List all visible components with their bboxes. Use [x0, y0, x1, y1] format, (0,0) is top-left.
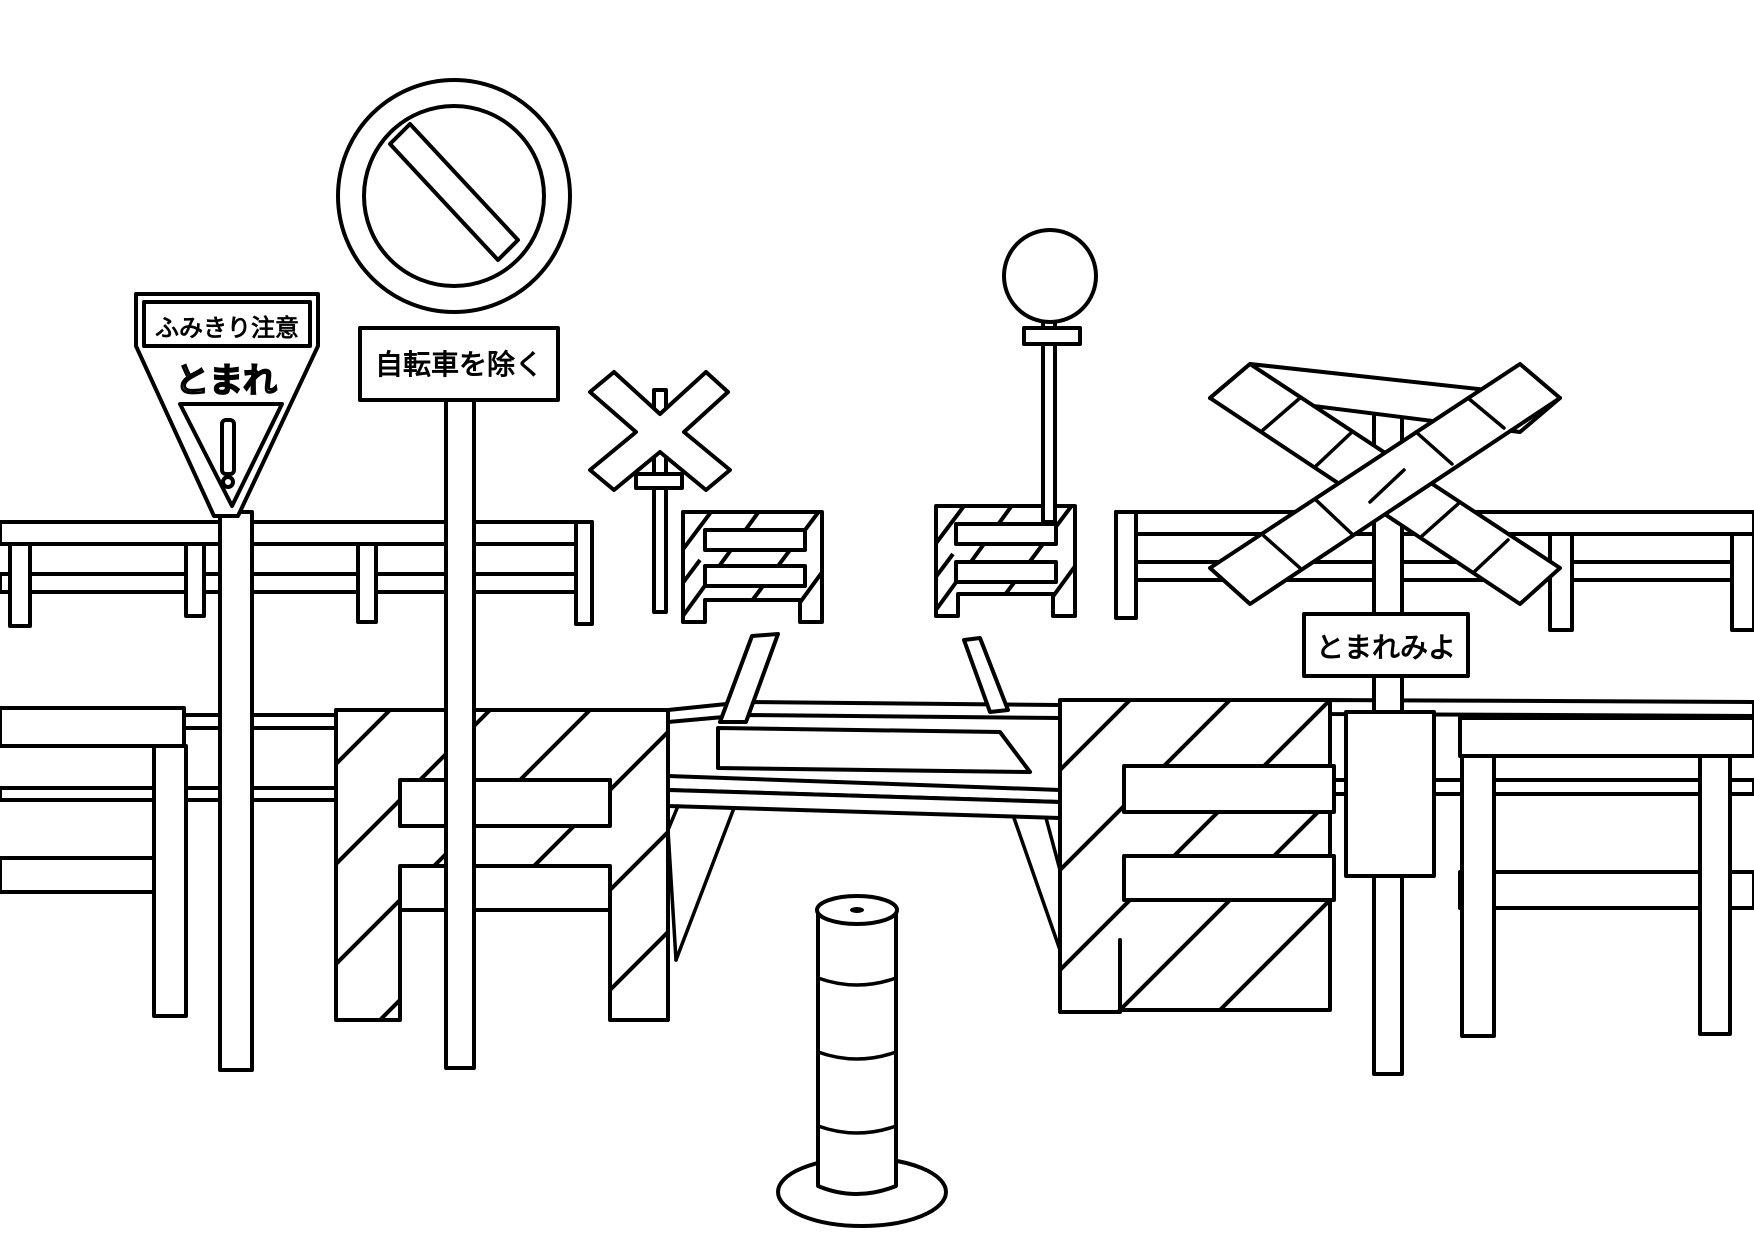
railroad-crossing-signal-right: とまれみよ [1208, 362, 1562, 1076]
sign-stop-and-look: とまれみよ [1302, 612, 1470, 678]
sign-except-bicycles-text: 自転車を除く [375, 348, 543, 381]
far-barrier-right [934, 504, 1077, 618]
large-crossbuck [1208, 362, 1562, 606]
small-crossbuck-sign [588, 370, 732, 614]
sign-railroad-caution: ふみきり注意 [142, 300, 312, 348]
round-signal-lamp [1002, 228, 1098, 524]
front-guardrail-right [1458, 716, 1754, 1038]
railroad-caution-sign: ふみきり注意 とまれ [134, 292, 320, 1072]
sign-stop-and-look-text: とまれみよ [1316, 631, 1456, 664]
far-barrier-left [681, 510, 824, 624]
barrier-right [1058, 698, 1336, 1014]
barrier-left [334, 708, 670, 1022]
traffic-bollard [776, 894, 948, 1228]
exclamation-icon [220, 418, 236, 476]
sign-railroad-caution-text: ふみきり注意 [155, 314, 299, 342]
no-stopping-sign: 自転車を除く [336, 78, 572, 1070]
back-guardrail-left [0, 520, 594, 628]
sign-stop-outline-text: とまれ [175, 361, 277, 401]
front-guardrail-left [0, 706, 188, 1018]
sign-except-bicycles: 自転車を除く [358, 326, 560, 402]
